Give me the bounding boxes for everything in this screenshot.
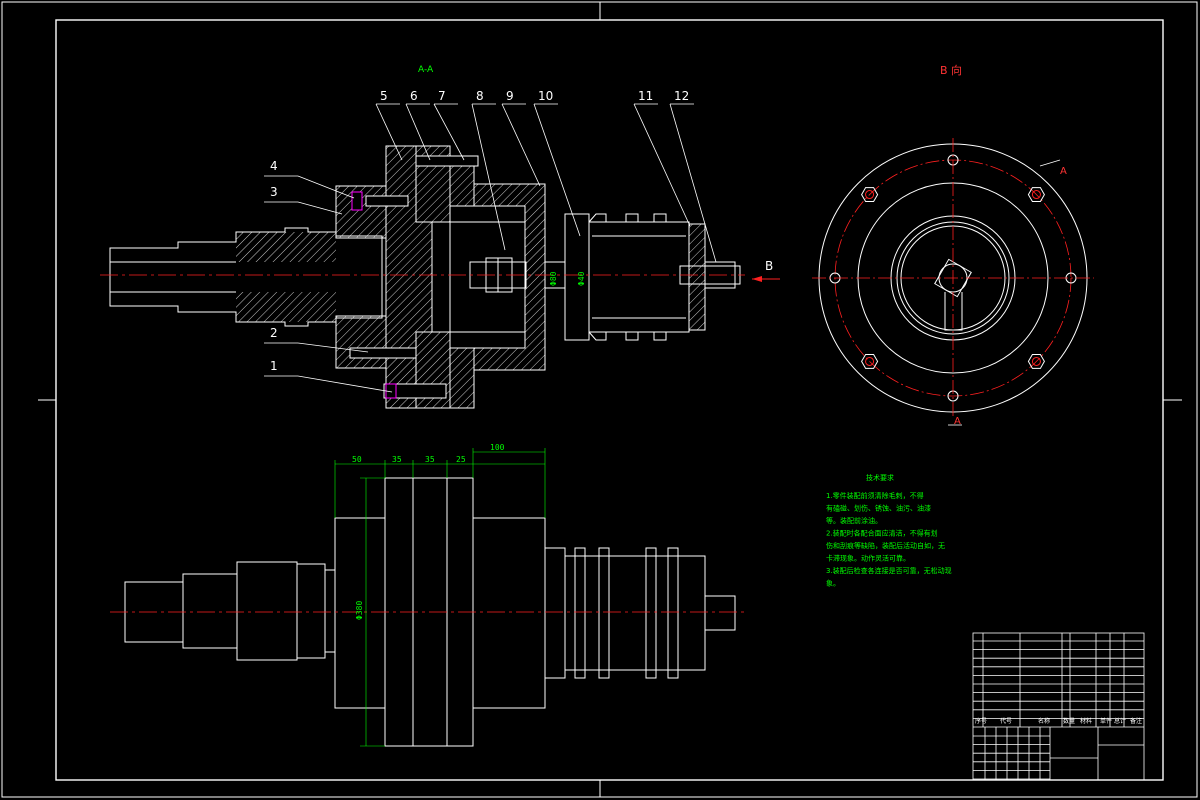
title-block-header-cell: 代号 xyxy=(1000,717,1012,725)
dimension-width-label: 100 xyxy=(490,443,505,452)
title-block-header-cell: 序号 xyxy=(975,717,987,725)
title-block-header-cell: 总计 xyxy=(1114,717,1126,725)
part-number-label: 4 xyxy=(270,159,278,173)
part-number-label: 5 xyxy=(380,89,388,103)
part-leaders xyxy=(264,103,717,393)
title-block-header-cell: 材料 xyxy=(1080,717,1092,725)
part-number-label: 2 xyxy=(270,326,278,340)
cylinder-assembly xyxy=(564,213,741,341)
exterior-view: 50 35 35 25 100 Φ380 xyxy=(110,443,745,747)
section-view-a-a: A-A xyxy=(100,65,780,409)
view-arrow-b: B xyxy=(752,259,780,282)
note-line: 有磕碰、划伤、锈蚀、油污、油漆 xyxy=(826,504,931,513)
title-block-header-cell: 名称 xyxy=(1038,717,1050,725)
part-number-label: 6 xyxy=(410,89,418,103)
part-number-label: 9 xyxy=(506,89,514,103)
technical-notes: 技术要求 1.零件装配前须清除毛刺，不得有磕碰、划伤、锈蚀、油污、油漆等。装配前… xyxy=(826,473,952,588)
section-title: A-A xyxy=(418,65,434,75)
bolt-head xyxy=(1027,187,1045,202)
diameter-small-label: Φ80 xyxy=(549,271,558,286)
bolt-head xyxy=(1027,354,1045,369)
fins xyxy=(574,547,679,679)
shank-hatch xyxy=(236,232,336,322)
dimension-width-label: 50 xyxy=(352,455,362,464)
part-number-label: 12 xyxy=(674,89,689,103)
bolt-head xyxy=(861,354,879,369)
part-number-label: 8 xyxy=(476,89,484,103)
title-block-header-cell: 单件 xyxy=(1100,717,1112,725)
cut-mark-top: A xyxy=(1060,166,1067,177)
part-number-label: 11 xyxy=(638,89,653,103)
note-line: 等。装配前涂油。 xyxy=(826,516,882,525)
part-number-label: 10 xyxy=(538,89,553,103)
dimension-width-label: 25 xyxy=(456,455,466,464)
note-line: 伤和刮痕等缺陷，装配后活动自如，无 xyxy=(826,541,945,550)
cut-mark-bottom: A xyxy=(954,416,961,427)
bolt-head xyxy=(861,187,879,202)
note-line: 象。 xyxy=(826,579,840,588)
part-number-label: 3 xyxy=(270,185,278,199)
dimension-lines xyxy=(334,448,546,747)
title-block-header-cell: 备注 xyxy=(1130,717,1142,725)
view-b: B 向 A A xyxy=(812,63,1094,427)
diameter-main-label: Φ380 xyxy=(355,601,364,620)
diameter-bore-label: Φ40 xyxy=(577,271,586,286)
part-number-label: 7 xyxy=(438,89,446,103)
part-number-label: 1 xyxy=(270,359,278,373)
title-block xyxy=(972,632,1145,781)
note-line: 3.装配后检查各连接是否可靠，无松动现 xyxy=(826,566,952,575)
note-line: 2.装配时各配合面应清洁，不得有划 xyxy=(826,529,938,538)
title-block-header: 序号 代号 名称 数量材料单件总计备注 xyxy=(975,717,1142,725)
view-b-title: B 向 xyxy=(940,63,962,77)
bolts xyxy=(349,155,479,399)
arrow-b-label: B xyxy=(765,259,773,273)
notes-heading: 技术要求 xyxy=(866,473,894,482)
dimension-labels: 50 35 35 25 100 xyxy=(352,443,505,464)
flange-body xyxy=(335,145,546,409)
dimension-width-label: 35 xyxy=(392,455,402,464)
title-block-header-cell: 数量 xyxy=(1063,717,1075,725)
note-line: 1.零件装配前须清除毛刺，不得 xyxy=(826,491,924,500)
dimension-width-label: 35 xyxy=(425,455,435,464)
note-line: 卡滞现象。动作灵活可靠。 xyxy=(826,554,910,563)
